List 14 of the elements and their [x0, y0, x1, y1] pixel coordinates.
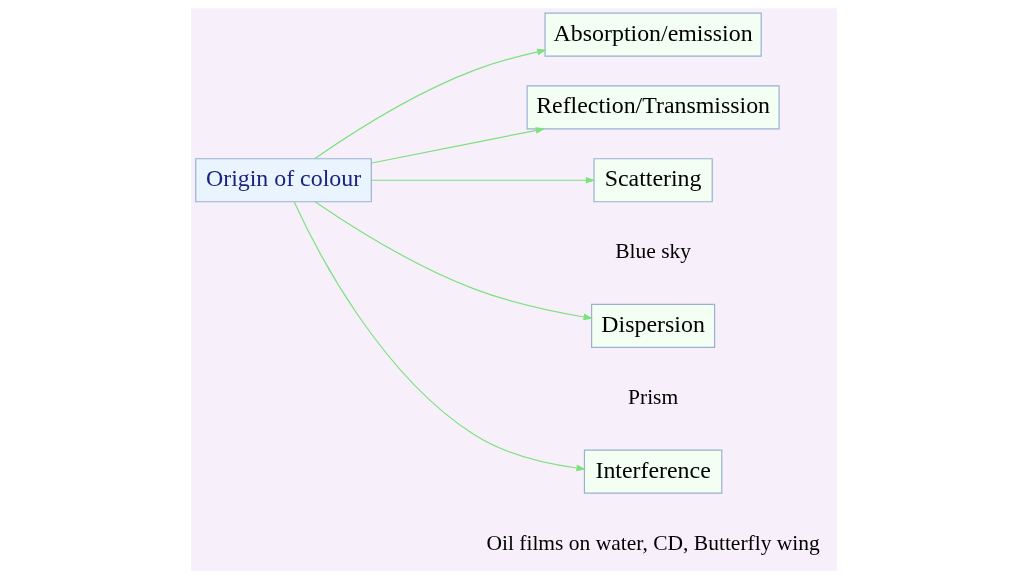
node-box: Scattering	[592, 158, 713, 203]
arrow	[313, 48, 547, 160]
node-label: Oil films on water, CD, Butterfly wing	[485, 530, 820, 555]
node-box: Absorption/emission	[543, 12, 762, 57]
arrow	[314, 201, 593, 321]
node-box: Origin of colour	[194, 158, 372, 203]
arrow	[370, 127, 545, 164]
node-box: Reflection/Transmission	[526, 85, 780, 130]
node-label: Blue sky	[614, 239, 691, 264]
node-box: Interference	[583, 449, 722, 494]
arrow	[293, 201, 586, 472]
arrow	[370, 176, 595, 184]
node-box: Dispersion	[590, 303, 715, 348]
node-label: Prism	[627, 385, 678, 410]
